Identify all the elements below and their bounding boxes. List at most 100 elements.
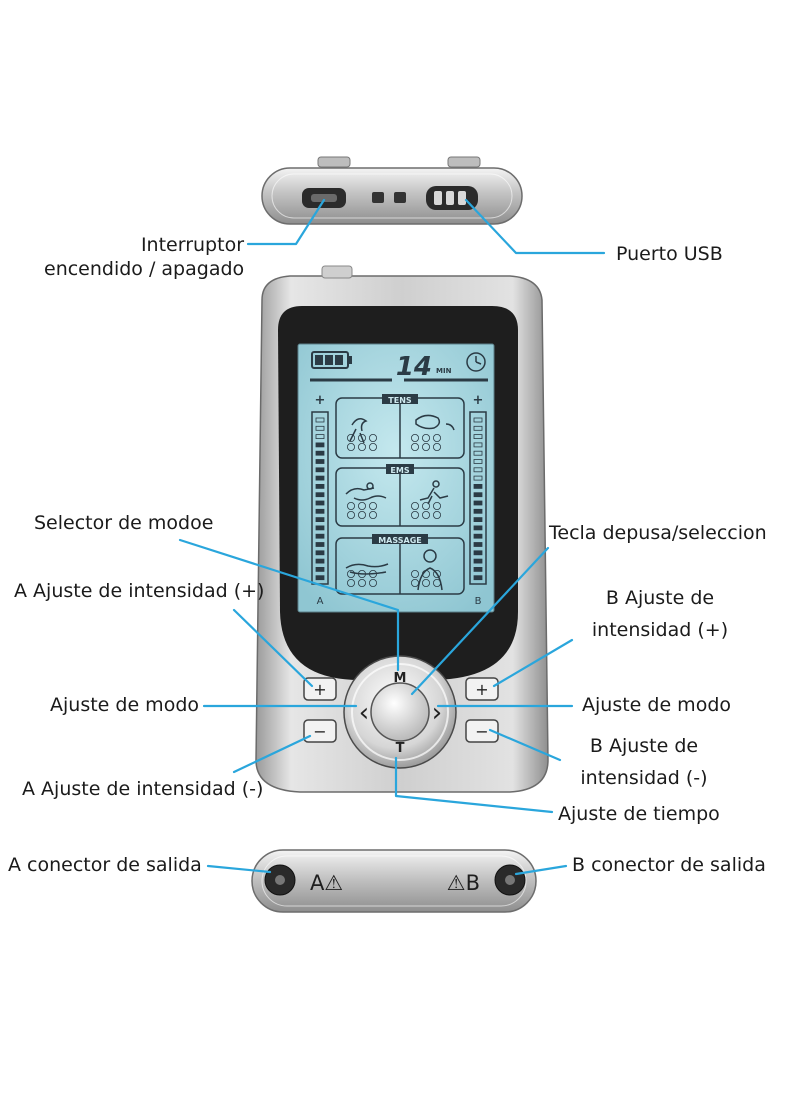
- intensity-segment: [315, 542, 325, 547]
- intensity-segment: [473, 425, 483, 431]
- tens-panel: [335, 394, 465, 459]
- program-indicator: [432, 501, 441, 510]
- program-indicator: [346, 510, 355, 519]
- intensity-segment: [315, 517, 325, 522]
- program-indicator: [346, 570, 355, 579]
- intensity-segment: [473, 467, 483, 473]
- intensity-segment: [315, 500, 325, 506]
- bottom-edge-view: [251, 849, 537, 913]
- program-indicator: [346, 579, 355, 588]
- program-indicator: [368, 570, 377, 579]
- mode-right-key[interactable]: ›: [432, 698, 442, 728]
- lcd-content: [310, 351, 488, 595]
- intensity-segment: [473, 508, 483, 514]
- label-power-switch-line1: Interruptor: [140, 234, 244, 256]
- program-indicator: [432, 570, 441, 579]
- label-pause-select-key: Tecla depusa/seleccion: [549, 522, 767, 544]
- intensity-segment: [315, 575, 325, 581]
- bar-a-plus: +: [315, 393, 326, 408]
- intensity-segment: [315, 467, 325, 473]
- label-b-intensity-plus-line2: intensidad (+): [591, 619, 729, 641]
- intensity-segment: [473, 525, 483, 531]
- program-indicator: [368, 501, 377, 510]
- time-key-t[interactable]: T: [396, 741, 405, 756]
- leader-mode-selector: [178, 538, 400, 672]
- label-b-intensity-minus-line1: B Ajuste de: [589, 735, 699, 757]
- program-indicator: [357, 510, 366, 519]
- label-power-switch: Interruptor: [141, 233, 244, 257]
- top-edge-view: [261, 156, 523, 225]
- intensity-segment: [473, 483, 483, 489]
- mode-left-key[interactable]: ‹: [359, 698, 369, 728]
- intensity-segment: [473, 550, 483, 556]
- output-jack-b: [494, 864, 526, 896]
- label-b-intensity-minus-line2: intensidad (-): [580, 767, 708, 789]
- program-indicator: [357, 433, 366, 442]
- intensity-segment: [473, 459, 483, 464]
- label-mode-adjust-right: Ajuste de modo: [582, 694, 732, 716]
- program-indicator: [410, 442, 419, 451]
- program-indicator: [432, 442, 441, 451]
- leader-pause-select: [410, 546, 550, 696]
- intensity-segment: [315, 558, 325, 564]
- program-indicator: [421, 510, 430, 519]
- intensity-segment: [473, 542, 483, 547]
- intensity-segment: [315, 492, 325, 498]
- svg-text:+: +: [313, 680, 326, 699]
- label-a-intensity-minus: A Ajuste de intensidad (-): [22, 778, 264, 800]
- intensity-segment: [473, 417, 483, 423]
- label-b-intensity-minus: B Ajuste de intensidad (-): [566, 734, 722, 790]
- program-indicator: [357, 579, 366, 588]
- battery-icon: [311, 351, 352, 369]
- timer-digits: 14: [396, 352, 432, 382]
- leader-lines: [178, 198, 606, 876]
- channel-b-intensity-bar: [469, 411, 487, 585]
- intensity-segment: [315, 483, 325, 489]
- program-indicator: [410, 433, 419, 442]
- leader-b-plus: [492, 638, 574, 688]
- intensity-segment: [315, 417, 325, 423]
- intensity-segment: [315, 567, 325, 572]
- a-minus-button[interactable]: −: [303, 719, 337, 743]
- program-indicator: [432, 510, 441, 519]
- program-indicator: [421, 433, 430, 442]
- intensity-segment: [473, 434, 483, 440]
- svg-text:−: −: [313, 722, 326, 741]
- channel-a-label: A: [317, 596, 324, 607]
- program-indicator: [421, 442, 430, 451]
- program-indicator: [421, 579, 430, 588]
- intensity-segment: [315, 459, 325, 464]
- label-power-switch-line2: encendido / apagado: [44, 258, 245, 280]
- svg-text:+: +: [475, 680, 488, 699]
- program-indicator: [368, 433, 377, 442]
- leader-b-output: [514, 864, 568, 876]
- mode-tens-label: TENS: [388, 396, 412, 405]
- a-plus-button[interactable]: +: [303, 677, 337, 701]
- intensity-segment: [473, 475, 483, 481]
- output-jack-a: [264, 864, 296, 896]
- program-indicator: [410, 510, 419, 519]
- program-indicator: [410, 570, 419, 579]
- label-b-intensity-plus-line1: B Ajuste de: [605, 587, 715, 609]
- program-indicator: [421, 501, 430, 510]
- leader-a-output: [206, 864, 272, 874]
- lcd-screen: [297, 343, 495, 613]
- center-select-button[interactable]: [370, 682, 430, 742]
- b-plus-button[interactable]: +: [465, 677, 499, 701]
- channel-b-label: B: [475, 596, 482, 607]
- mode-key-m[interactable]: M: [394, 671, 407, 686]
- leader-time-adjust: [394, 756, 554, 814]
- program-indicator: [357, 442, 366, 451]
- program-indicator: [368, 510, 377, 519]
- leader-b-minus: [488, 728, 562, 762]
- program-indicator: [368, 579, 377, 588]
- program-indicator: [357, 570, 366, 579]
- program-indicator: [357, 501, 366, 510]
- intensity-segment: [473, 442, 483, 448]
- intensity-segment: [473, 567, 483, 572]
- intensity-segment: [315, 525, 325, 531]
- b-minus-button[interactable]: −: [465, 719, 499, 743]
- bar-b-plus: +: [473, 393, 484, 408]
- label-b-output: B conector de salida: [572, 854, 766, 876]
